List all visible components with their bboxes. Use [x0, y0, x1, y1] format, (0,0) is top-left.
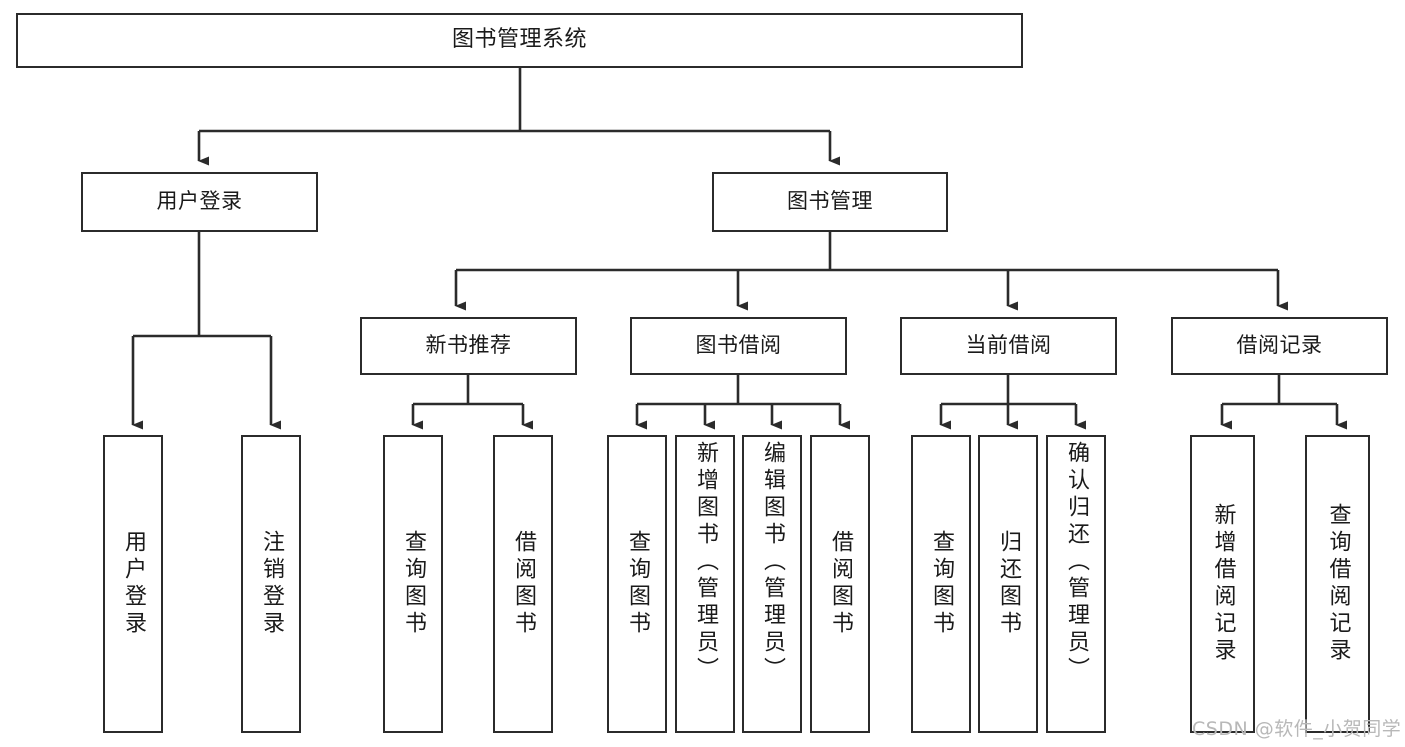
- leaf-borrow-edit-book[interactable]: 编辑图书（管理员）: [742, 435, 802, 733]
- node-new-book-recommend[interactable]: 新书推荐: [360, 317, 577, 375]
- node-label: 用户登录: [156, 189, 243, 214]
- leaf-user-login-login[interactable]: 用户登录: [103, 435, 163, 733]
- node-label: 新书推荐: [425, 333, 512, 358]
- node-user-login[interactable]: 用户登录: [81, 172, 318, 232]
- leaf-label: 借阅图书: [511, 530, 536, 638]
- node-label: 图书管理系统: [451, 27, 587, 53]
- leaf-label: 归还图书: [996, 530, 1021, 638]
- node-root-system[interactable]: 图书管理系统: [16, 13, 1023, 68]
- leaf-new-book-query[interactable]: 查询图书: [383, 435, 443, 733]
- leaf-current-return-book[interactable]: 归还图书: [978, 435, 1038, 733]
- leaf-label: 用户登录: [121, 530, 146, 638]
- leaf-label: 查询借阅记录: [1325, 503, 1351, 665]
- node-label: 图书借阅: [695, 333, 782, 358]
- node-label: 当前借阅: [965, 333, 1052, 358]
- leaf-borrow-add-book[interactable]: 新增图书（管理员）: [675, 435, 735, 733]
- node-current-borrow[interactable]: 当前借阅: [900, 317, 1117, 375]
- leaf-label: 新增借阅记录: [1210, 503, 1236, 665]
- leaf-current-confirm-return[interactable]: 确认归还（管理员）: [1046, 435, 1106, 733]
- leaf-label: 查询图书: [929, 530, 954, 638]
- node-borrow-record[interactable]: 借阅记录: [1171, 317, 1388, 375]
- watermark-text: CSDN @软件_小贺同学: [1192, 718, 1402, 740]
- node-label: 借阅记录: [1236, 333, 1323, 358]
- leaf-user-login-logout[interactable]: 注销登录: [241, 435, 301, 733]
- node-label: 图书管理: [787, 189, 873, 214]
- leaf-label: 借阅图书: [828, 530, 853, 638]
- node-book-management[interactable]: 图书管理: [712, 172, 948, 232]
- leaf-label: 查询图书: [625, 530, 650, 638]
- leaf-label: 编辑图书（管理员）: [760, 441, 785, 684]
- leaf-label: 新增图书（管理员）: [693, 441, 718, 684]
- leaf-record-add-record[interactable]: 新增借阅记录: [1190, 435, 1255, 733]
- leaf-label: 确认归还（管理员）: [1064, 441, 1089, 684]
- leaf-label: 查询图书: [401, 530, 426, 638]
- leaf-borrow-borrow-book[interactable]: 借阅图书: [810, 435, 870, 733]
- leaf-record-query-record[interactable]: 查询借阅记录: [1305, 435, 1370, 733]
- leaf-new-book-borrow[interactable]: 借阅图书: [493, 435, 553, 733]
- leaf-borrow-query-book[interactable]: 查询图书: [607, 435, 667, 733]
- leaf-label: 注销登录: [259, 530, 284, 638]
- node-book-borrow[interactable]: 图书借阅: [630, 317, 847, 375]
- leaf-current-query-book[interactable]: 查询图书: [911, 435, 971, 733]
